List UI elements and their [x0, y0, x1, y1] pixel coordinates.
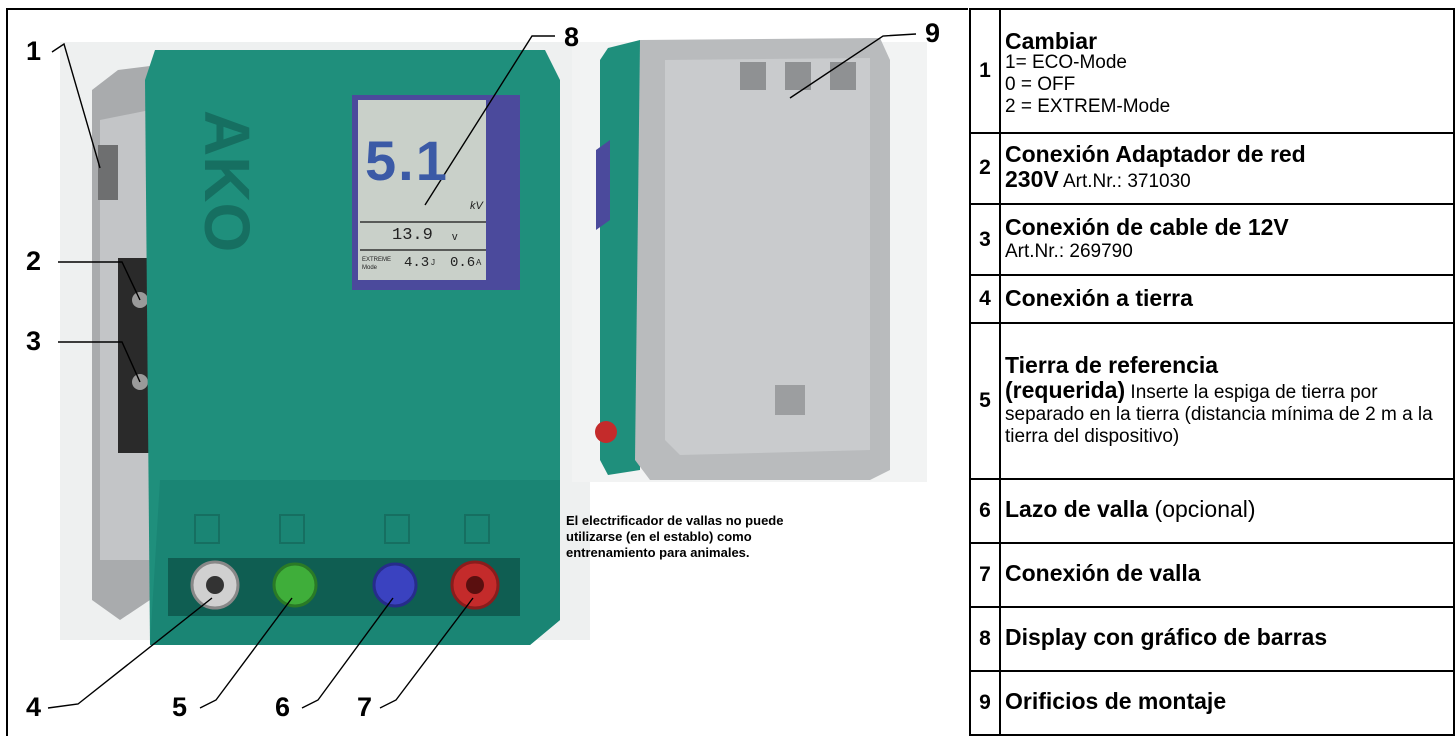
legend-row-5: 5 Tierra de referencia (requerida) Inser…	[969, 322, 1455, 480]
callout-2: 2	[26, 246, 42, 276]
illustration-panel	[6, 8, 968, 736]
mode-switch	[98, 145, 118, 200]
legend-line-1b: 0 = OFF	[1005, 73, 1076, 95]
lcd-current-unit: A	[476, 258, 482, 267]
terminal-fence-center	[466, 576, 484, 594]
back-purple-edge	[596, 140, 610, 230]
legend-row-6: 6 Lazo de valla (opcional)	[969, 477, 1455, 544]
legend-row-4: 4 Conexión a tierra	[969, 273, 1455, 325]
warning-note: El electrificador de vallas no puede uti…	[566, 513, 784, 560]
legend-title-9: Orificios de montaje	[1005, 688, 1227, 715]
back-device	[572, 38, 927, 482]
callout-8: 8	[564, 22, 580, 52]
callout-5: 5	[172, 692, 188, 722]
legend-num-8: 8	[969, 605, 1001, 672]
legend-title-8: Display con gráfico de barras	[1005, 624, 1328, 651]
legend-line-1c: 2 = EXTREM-Mode	[1005, 95, 1171, 117]
legend-num-3: 3	[969, 203, 1001, 276]
legend-text-2: Art.Nr.: 371030	[1058, 171, 1191, 193]
symbol-reference	[279, 514, 305, 544]
lcd-main-value: 5.1	[365, 129, 449, 192]
legend-title-3: Conexión de cable de 12V	[1005, 214, 1289, 241]
legend-text-6: (opcional)	[1148, 496, 1256, 523]
legend-title-2b: 230V	[1005, 166, 1059, 193]
legend-line-1a: 1= ECO-Mode	[1005, 51, 1127, 73]
back-clip	[775, 385, 805, 415]
legend-num-2: 2	[969, 131, 1001, 206]
legend-num-1: 1	[969, 8, 1001, 134]
symbol-earth	[194, 514, 220, 544]
mount-hole-3	[830, 62, 856, 90]
legend-row-9: 9 Orificios de montaje	[969, 669, 1455, 736]
legend-title-1: Cambiar	[1005, 27, 1098, 54]
legend-num-4: 4	[969, 273, 1001, 325]
front-device: AKO	[60, 42, 590, 645]
terminal-earth-center	[206, 576, 224, 594]
legend-title-4: Conexión a tierra	[1005, 284, 1193, 311]
callout-3: 3	[26, 326, 42, 356]
legend-num-9: 9	[969, 669, 1001, 736]
legend-title-5: Tierra de referencia	[1005, 352, 1219, 379]
ako-logo: AKO	[191, 110, 263, 252]
terminal-loop	[372, 562, 418, 608]
callout-9: 9	[925, 18, 941, 48]
lcd-energy-unit: J	[431, 258, 435, 267]
back-green-edge	[600, 40, 640, 475]
legend-num-5: 5	[969, 322, 1001, 480]
legend-spacer-row: 1 Cambiar 1= ECO-Mode 0 = OFF 2 = EXTREM…	[969, 8, 1455, 134]
legend-row-7: 7 Conexión de valla	[969, 541, 1455, 608]
legend-row-2: 2 Conexión Adaptador de red 230V Art.Nr.…	[969, 131, 1455, 206]
legend-text-3: Art.Nr.: 269790	[1005, 241, 1133, 263]
lcd-current-value: 0.6	[450, 255, 476, 271]
symbol-fence	[464, 514, 490, 544]
leader-lines	[47, 33, 917, 709]
legend-title-6: Lazo de valla	[1005, 496, 1149, 523]
mount-hole-1	[740, 62, 766, 90]
lcd-energy-value: 4.3	[404, 255, 430, 271]
lcd-battery-unit: v	[452, 231, 458, 243]
legend-row-8: 8 Display con gráfico de barras	[969, 605, 1455, 672]
legend-title-5b: (requerida)	[1005, 377, 1126, 404]
legend-row-1: Cambiar 1= ECO-Mode 0 = OFF 2 = EXTREM-M…	[999, 8, 1455, 134]
lcd-battery-value: 13.9	[392, 226, 433, 245]
legend-row-3: 3 Conexión de cable de 12V Art.Nr.: 2697…	[969, 203, 1455, 276]
legend-table: 1 Cambiar 1= ECO-Mode 0 = OFF 2 = EXTREM…	[969, 8, 1455, 736]
lcd-mode-label: EXTREME Mode	[362, 257, 392, 271]
callout-4: 4	[26, 692, 42, 722]
symbol-loop	[384, 514, 410, 544]
legend-num-6: 6	[969, 477, 1001, 544]
terminal-reference	[272, 562, 318, 608]
legend-title-7: Conexión de valla	[1005, 560, 1201, 587]
back-red-terminal	[595, 421, 617, 443]
legend-title-2: Conexión Adaptador de red	[1005, 141, 1306, 168]
mount-hole-2	[785, 62, 811, 90]
callout-6: 6	[275, 692, 291, 722]
legend-text-5: Inserte la espiga de tierra por separado…	[1005, 382, 1433, 448]
lcd-unit: kV	[470, 200, 483, 212]
legend-num-7: 7	[969, 541, 1001, 608]
callout-7: 7	[357, 692, 373, 722]
back-inner-plate	[665, 58, 870, 455]
callout-1: 1	[26, 36, 42, 66]
